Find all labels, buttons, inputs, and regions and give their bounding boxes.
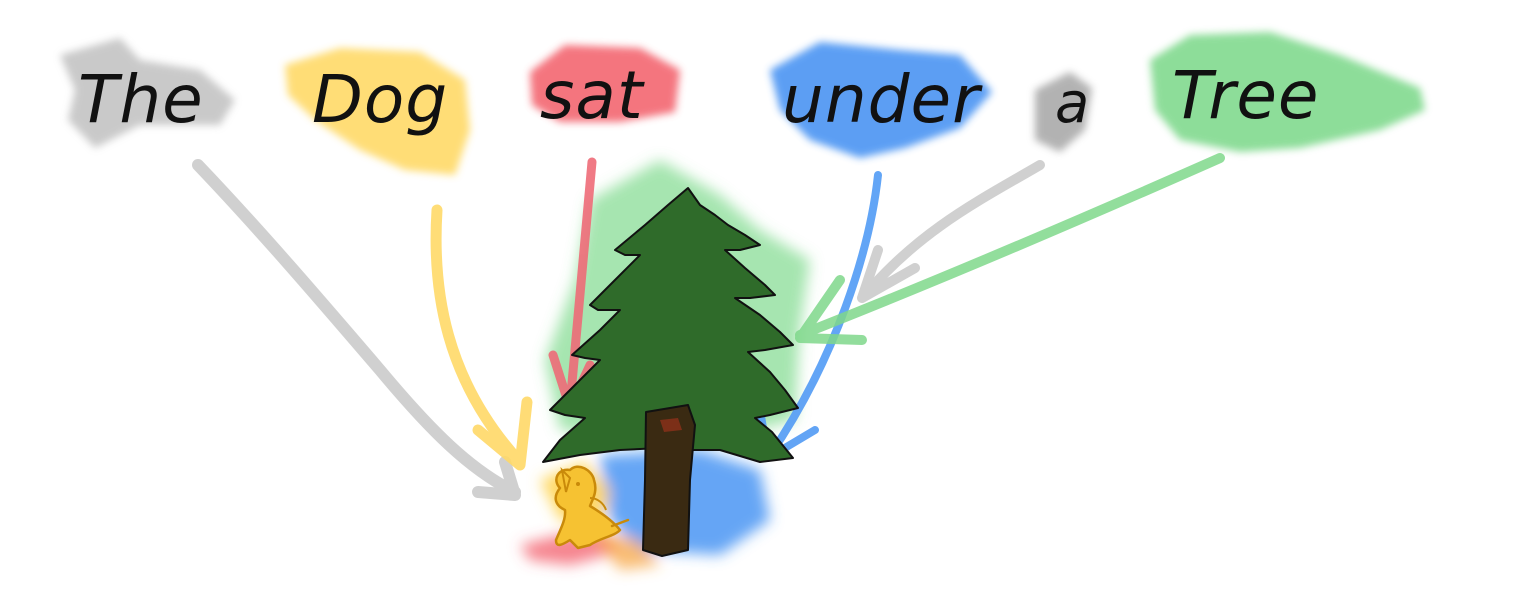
word-a: a [1055, 71, 1089, 136]
highlight-tree [1150, 32, 1425, 152]
word-sat: sat [540, 57, 645, 134]
pine-tree-illustration [542, 187, 799, 557]
word-under: under [782, 61, 983, 138]
highlight-a [1035, 72, 1092, 152]
arrow-dog-to-dog [430, 204, 533, 471]
word-dog: Dog [312, 61, 448, 138]
highlight-dog [285, 48, 470, 175]
word-tree: Tree [1172, 57, 1320, 134]
highlight-sat [530, 45, 680, 122]
arrow-the-to-dog [192, 159, 521, 501]
highlight-under [770, 42, 992, 158]
highlight-the [60, 38, 235, 148]
tree-foliage [542, 187, 799, 463]
dog-body [554, 465, 622, 550]
tree-trunk [642, 404, 696, 557]
arrow-tree-to-tree [795, 153, 1225, 345]
arrow-a-to-tree [857, 160, 1045, 303]
dog-illustration [554, 465, 630, 550]
word-the: The [78, 61, 204, 138]
